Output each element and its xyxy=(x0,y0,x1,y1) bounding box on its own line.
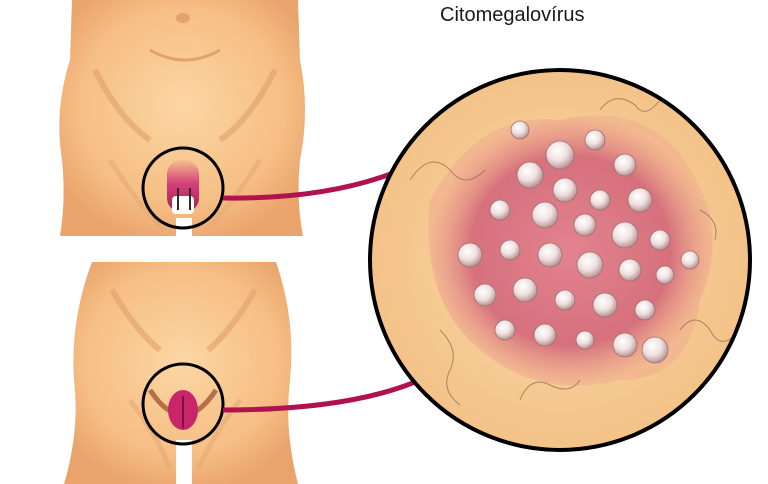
blister xyxy=(573,213,597,237)
male-lesion-marker xyxy=(141,146,225,230)
blister xyxy=(533,323,557,347)
blister xyxy=(545,140,575,170)
blister-cluster xyxy=(457,120,700,364)
blister xyxy=(575,330,595,350)
blister xyxy=(655,265,675,285)
blister xyxy=(680,250,700,270)
blister xyxy=(584,129,606,151)
magnified-lesion-view xyxy=(368,68,752,452)
blister xyxy=(576,251,604,279)
blister xyxy=(612,332,638,358)
blister xyxy=(618,258,642,282)
blister xyxy=(649,229,671,251)
blister xyxy=(512,277,538,303)
female-torso xyxy=(64,262,298,484)
figure-title: Citomegalovírus xyxy=(440,4,585,26)
blister xyxy=(489,199,511,221)
blister xyxy=(634,299,656,321)
blister xyxy=(473,283,497,307)
blister xyxy=(554,289,576,311)
blister xyxy=(457,242,483,268)
blister xyxy=(592,292,618,318)
female-lesion-marker xyxy=(141,362,225,446)
blister xyxy=(499,239,521,261)
blister xyxy=(589,189,611,211)
blister xyxy=(611,221,639,249)
blister xyxy=(627,187,653,213)
blister xyxy=(494,319,516,341)
blister xyxy=(613,153,637,177)
blister xyxy=(641,336,669,364)
blister xyxy=(552,177,578,203)
blister xyxy=(531,201,559,229)
blister xyxy=(537,242,563,268)
blister xyxy=(516,161,544,189)
blister xyxy=(510,120,530,140)
